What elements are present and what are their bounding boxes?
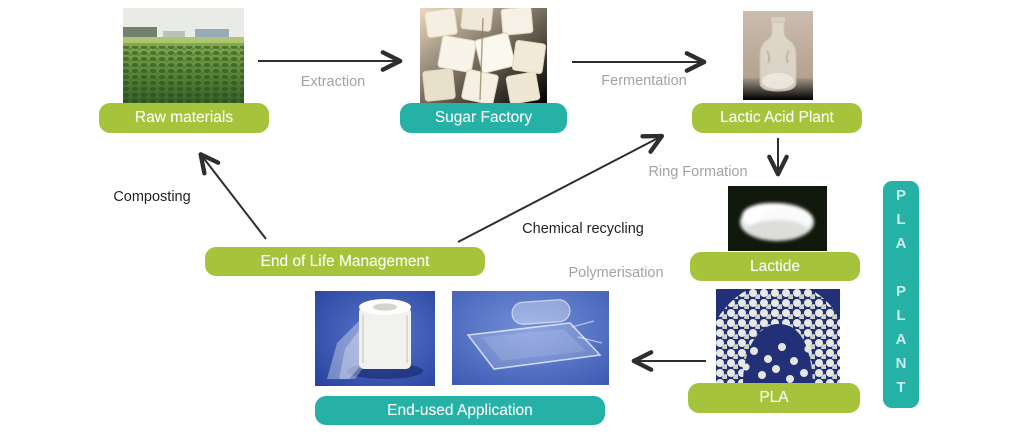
node-pla: PLA [688, 383, 860, 413]
plastic-pellets-photo [716, 289, 840, 384]
clear-tray-photo [452, 291, 609, 385]
node-label: Raw materials [134, 109, 234, 127]
edge-label-polymerisation: Polymerisation [568, 265, 664, 281]
white-powder-photo [728, 186, 827, 251]
node-end-used-application: End-used Application [315, 396, 605, 425]
node-lactide: Lactide [690, 252, 860, 281]
pla-plant-side-label: PLA PLANT [883, 181, 919, 408]
node-lactic-acid-plant: Lactic Acid Plant [692, 103, 862, 133]
edge-label-chemical-recycling: Chemical recycling [522, 221, 644, 237]
node-label: Lactic Acid Plant [720, 109, 834, 127]
edge-label-fermentation: Fermentation [601, 73, 687, 89]
node-label: End-used Application [387, 401, 533, 419]
sugar-cubes-photo [420, 8, 547, 103]
film-roll-photo [315, 291, 435, 386]
node-raw-materials: Raw materials [99, 103, 269, 133]
edge-label-composting: Composting [113, 189, 191, 205]
node-label: End of Life Management [260, 252, 430, 270]
node-end-of-life-management: End of Life Management [205, 247, 485, 276]
edge-label-ring-formation: Ring Formation [648, 164, 748, 180]
node-sugar-factory: Sugar Factory [400, 103, 567, 133]
acid-bottle-photo [743, 11, 813, 100]
arrow-composting [198, 152, 267, 240]
crop-field-photo [123, 8, 244, 105]
node-label: Lactide [750, 257, 800, 275]
node-label: Sugar Factory [434, 109, 533, 127]
edge-label-extraction: Extraction [300, 74, 366, 90]
node-label: PLA [759, 389, 789, 407]
